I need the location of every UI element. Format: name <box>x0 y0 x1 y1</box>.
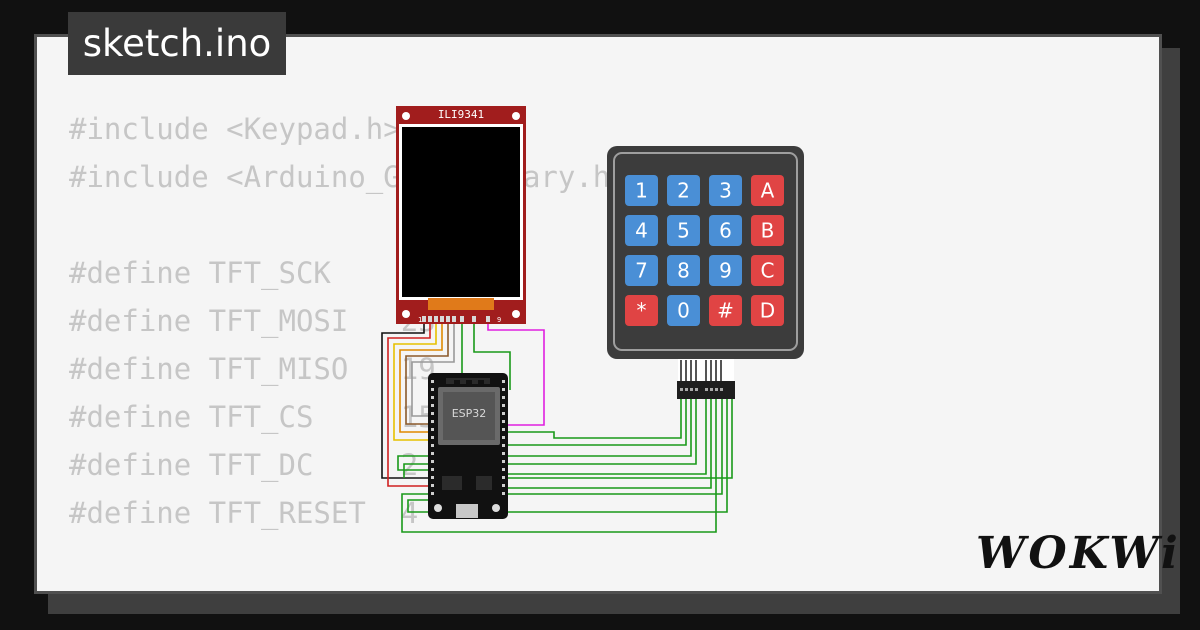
esp32-label: ESP32 <box>452 407 487 420</box>
code-line-9: #define TFT_RESET 4 <box>69 496 419 530</box>
preview-card: #include <Keypad.h>#include <Arduino_GFX… <box>34 34 1162 594</box>
mount-hole-br <box>512 310 520 318</box>
key-label-1: 1 <box>635 179 648 203</box>
key-10[interactable] <box>667 255 700 286</box>
key-8[interactable] <box>751 215 784 246</box>
display-pins <box>422 316 490 322</box>
key-label-3: 3 <box>719 179 732 203</box>
display-pin-first: 1 <box>418 316 422 324</box>
key-label-9: 7 <box>635 259 648 283</box>
key-1[interactable] <box>625 175 658 206</box>
code-line-7: #define TFT_CS 15 <box>69 400 436 434</box>
key-15[interactable] <box>709 295 742 326</box>
esp32-chip <box>443 392 495 440</box>
esp32-antenna <box>446 378 490 384</box>
key-label-7: 6 <box>719 219 732 243</box>
key-4[interactable] <box>751 175 784 206</box>
key-9[interactable] <box>625 255 658 286</box>
key-label-4: A <box>761 179 775 203</box>
key-label-15: # <box>717 299 734 323</box>
key-label-11: 9 <box>719 259 732 283</box>
key-16[interactable] <box>751 295 784 326</box>
code-line-5: #define TFT_MOSI 23 <box>69 304 436 338</box>
key-5[interactable] <box>625 215 658 246</box>
key-13[interactable] <box>625 295 658 326</box>
esp32-left-pins <box>431 380 434 495</box>
membrane-keypad[interactable]: 1 2 3 A 4 5 6 B 7 8 9 C * 0 # D <box>607 146 804 399</box>
esp32-right-pins <box>502 380 505 495</box>
key-14[interactable] <box>667 295 700 326</box>
code-line-8: #define TFT_DC 2 <box>69 448 419 482</box>
button-boot[interactable] <box>492 504 500 512</box>
code-line-1: #include <Keypad.h> <box>69 112 401 146</box>
key-label-12: C <box>761 259 775 283</box>
key-12[interactable] <box>751 255 784 286</box>
display-label: ILI9341 <box>438 108 484 121</box>
mount-hole-bl <box>402 310 410 318</box>
display-flex-cable <box>428 298 494 310</box>
display-pin-last: 9 <box>497 316 501 324</box>
key-3[interactable] <box>709 175 742 206</box>
key-7[interactable] <box>709 215 742 246</box>
code-line-6: #define TFT_MISO 19 <box>69 352 436 386</box>
key-label-6: 5 <box>677 219 690 243</box>
wires <box>381 322 733 533</box>
key-label-13: * <box>637 299 647 323</box>
keypad-header-pins <box>680 388 723 391</box>
key-label-8: B <box>761 219 775 243</box>
tft-display[interactable]: ILI9341 1 9 <box>396 106 526 324</box>
key-6[interactable] <box>667 215 700 246</box>
mount-hole-tr <box>512 112 520 120</box>
button-en[interactable] <box>434 504 442 512</box>
key-label-5: 4 <box>635 219 648 243</box>
usb-port <box>456 504 478 518</box>
key-label-16: D <box>760 299 775 323</box>
key-label-10: 8 <box>677 259 690 283</box>
display-screen <box>402 127 520 297</box>
esp32-regulator <box>442 476 462 490</box>
mount-hole-tl <box>402 112 410 120</box>
esp32-board[interactable]: ESP32 <box>428 373 508 519</box>
wokwi-logo: WOKWi <box>976 528 1181 579</box>
key-2[interactable] <box>667 175 700 206</box>
file-tab[interactable]: sketch.ino <box>68 12 286 75</box>
key-label-2: 2 <box>677 179 690 203</box>
esp32-usb-chip <box>476 476 492 490</box>
key-11[interactable] <box>709 255 742 286</box>
keypad-connector-strips <box>680 360 722 382</box>
key-label-14: 0 <box>677 299 690 323</box>
keypad-keys: 1 2 3 A 4 5 6 B 7 8 9 C * 0 # D <box>625 175 784 326</box>
